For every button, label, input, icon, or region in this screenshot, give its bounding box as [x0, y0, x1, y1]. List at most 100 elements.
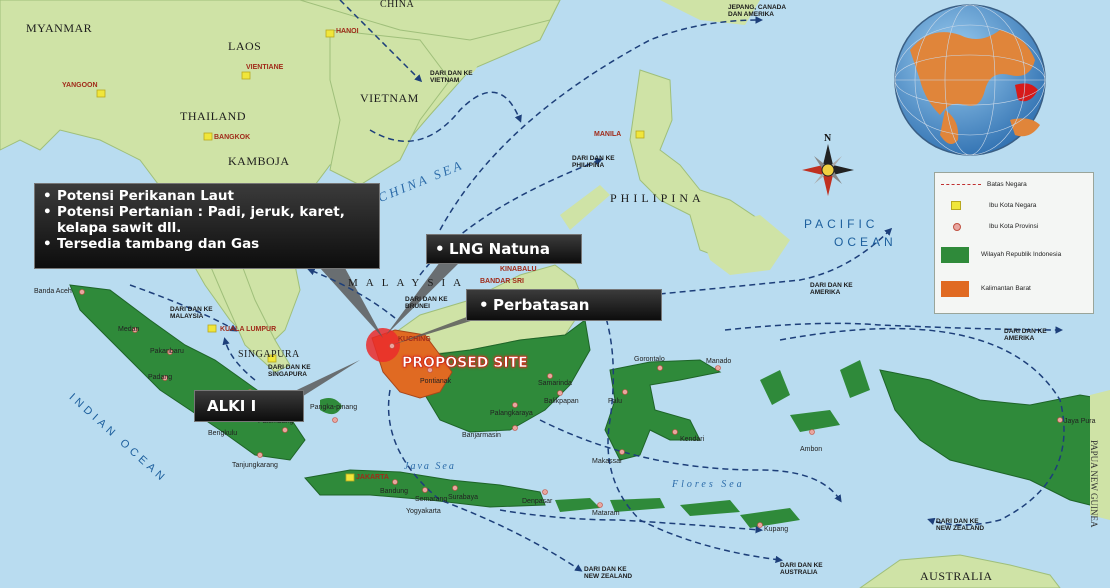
city-label: Banda Aceh	[34, 288, 72, 295]
capital-marker	[325, 29, 335, 38]
country-label-png: PAPUA NEW GUINEA	[1089, 440, 1099, 528]
legend-capital-icon	[951, 201, 961, 210]
country-label-australia: AUSTRALIA	[920, 569, 993, 583]
land-north	[660, 0, 760, 25]
city-label: Pakanbaru	[150, 348, 184, 355]
route-line	[499, 509, 763, 534]
route-line	[129, 284, 238, 332]
city-label: Jaya Pura	[1064, 418, 1096, 425]
compass-rose	[802, 144, 854, 196]
city-label: Palangkaraya	[490, 410, 533, 417]
legend-label: Kalimantan Barat	[981, 285, 1031, 293]
capital-label: JAKARTA	[356, 474, 389, 481]
route-line	[387, 389, 583, 572]
ocean-label-pacific-2: OCEAN	[834, 235, 897, 249]
callout-pointer-alki	[280, 360, 360, 398]
legend-border-icon	[941, 184, 981, 186]
route-label: DARI DAN KE PHILIPINA	[572, 155, 615, 170]
city-label: Ambon	[800, 446, 823, 453]
land-png	[1090, 390, 1110, 520]
city-label: Denpasar	[522, 498, 553, 505]
land-bangka	[320, 398, 342, 415]
country-label-vietnam: VIETNAM	[360, 91, 419, 105]
capital-marker	[96, 89, 106, 98]
callout-item: ALKI I	[207, 397, 257, 415]
route-label: DARI DAN KE AUSTRALIA	[780, 562, 823, 577]
route-line	[339, 0, 423, 83]
callout-alki: ALKI I	[194, 390, 304, 422]
city-label: Pontianak	[420, 378, 452, 385]
capital-label: BANGKOK	[214, 134, 251, 141]
capital-marker	[345, 473, 355, 482]
capital-marker	[635, 130, 645, 139]
city-label: Medan	[118, 326, 140, 333]
route-label: DARI DAN KE NEW ZEALAND	[584, 566, 633, 581]
legend-province-icon	[953, 223, 961, 231]
capital-label: HANOI	[336, 28, 359, 35]
sea-label-flores: Flores Sea	[672, 479, 745, 490]
route-label: DARI DAN KE NEW ZEALAND	[936, 518, 985, 533]
city-label: KUCHING	[398, 336, 431, 343]
city-label: Manado	[706, 358, 732, 365]
city-label: Samarinda	[538, 380, 572, 387]
capital-label: VIENTIANE	[246, 64, 284, 71]
capital-marker	[203, 132, 213, 141]
proposed-site-marker	[366, 328, 400, 362]
callout-potensi: Potensi Perikanan Laut Potensi Pertanian…	[34, 183, 380, 269]
city-label: Surabaya	[448, 494, 478, 501]
country-label-china: CHINA	[380, 0, 415, 10]
city-label: BANDAR SRI	[480, 278, 524, 285]
route-line	[222, 337, 256, 381]
callout-item: LNG Natuna	[433, 240, 575, 258]
legend-label: Ibu Kota Negara	[989, 201, 1037, 209]
city-label: KINABALU	[500, 266, 537, 273]
country-label-malaysia: MALAYSIA	[348, 277, 470, 289]
country-label-thailand: THAILAND	[180, 109, 246, 123]
land-palawan	[560, 185, 610, 230]
route-line	[779, 327, 1065, 526]
legend-row: Wilayah Republik Indonesia	[941, 247, 1071, 263]
country-label-singapura: SINGAPURA	[238, 349, 300, 360]
city-label: Makassar	[592, 458, 623, 465]
proposed-site-label: PROPOSED SITE	[402, 355, 528, 372]
legend-row: Kalimantan Barat	[941, 281, 1031, 297]
route-line	[439, 16, 763, 231]
route-line	[599, 299, 783, 564]
route-line	[724, 322, 1063, 334]
city-label: Bandung	[380, 488, 409, 495]
land-sulawesi	[604, 359, 722, 461]
route-label: DARI DAN KE MALAYSIA	[170, 306, 213, 321]
country-label-laos: LAOS	[228, 39, 262, 53]
capital-marker	[267, 354, 277, 363]
city-label: Kupang	[764, 526, 789, 533]
land-malay-peninsula	[209, 239, 291, 373]
route-label: DARI DAN KE BRUNEI	[405, 296, 448, 311]
city-label: Balikpapan	[544, 398, 579, 405]
country-label-philipina: PHILIPINA	[610, 191, 705, 205]
ocean-label-pacific: PACIFIC	[804, 217, 879, 231]
globe	[894, 4, 1046, 156]
legend-row: Ibu Kota Negara	[941, 201, 1036, 210]
capital-label: MANILA	[594, 131, 622, 138]
legend-indonesia-swatch	[941, 247, 969, 263]
country-label-myanmar: MYANMAR	[26, 21, 93, 35]
country-label-kamboja: KAMBOJA	[228, 154, 290, 168]
callout-item: Potensi Pertanian : Padi, jeruk, karet, …	[41, 204, 373, 236]
callout-item: Potensi Perikanan Laut	[41, 188, 373, 204]
land-china	[299, 0, 561, 41]
route-label: DARI DAN KE AMERIKA	[810, 282, 853, 297]
city-label: Mataram	[592, 510, 620, 517]
land-hainan	[458, 56, 478, 75]
callout-pointer-potensi	[320, 268, 383, 338]
route-label: JEPANG, CANADA DAN AMERIKA	[728, 4, 787, 19]
legend-label: Batas Negara	[987, 181, 1027, 188]
compass-north: N	[824, 133, 832, 144]
route-label: DARI DAN KE SINGAPURA	[268, 364, 311, 379]
city-label: Pangka-pinang	[310, 404, 358, 411]
city-label: Semarang	[415, 496, 448, 503]
land-australia	[859, 554, 1061, 588]
capital-marker	[207, 324, 217, 333]
capital-label: KUALA LUMPUR	[220, 326, 277, 333]
